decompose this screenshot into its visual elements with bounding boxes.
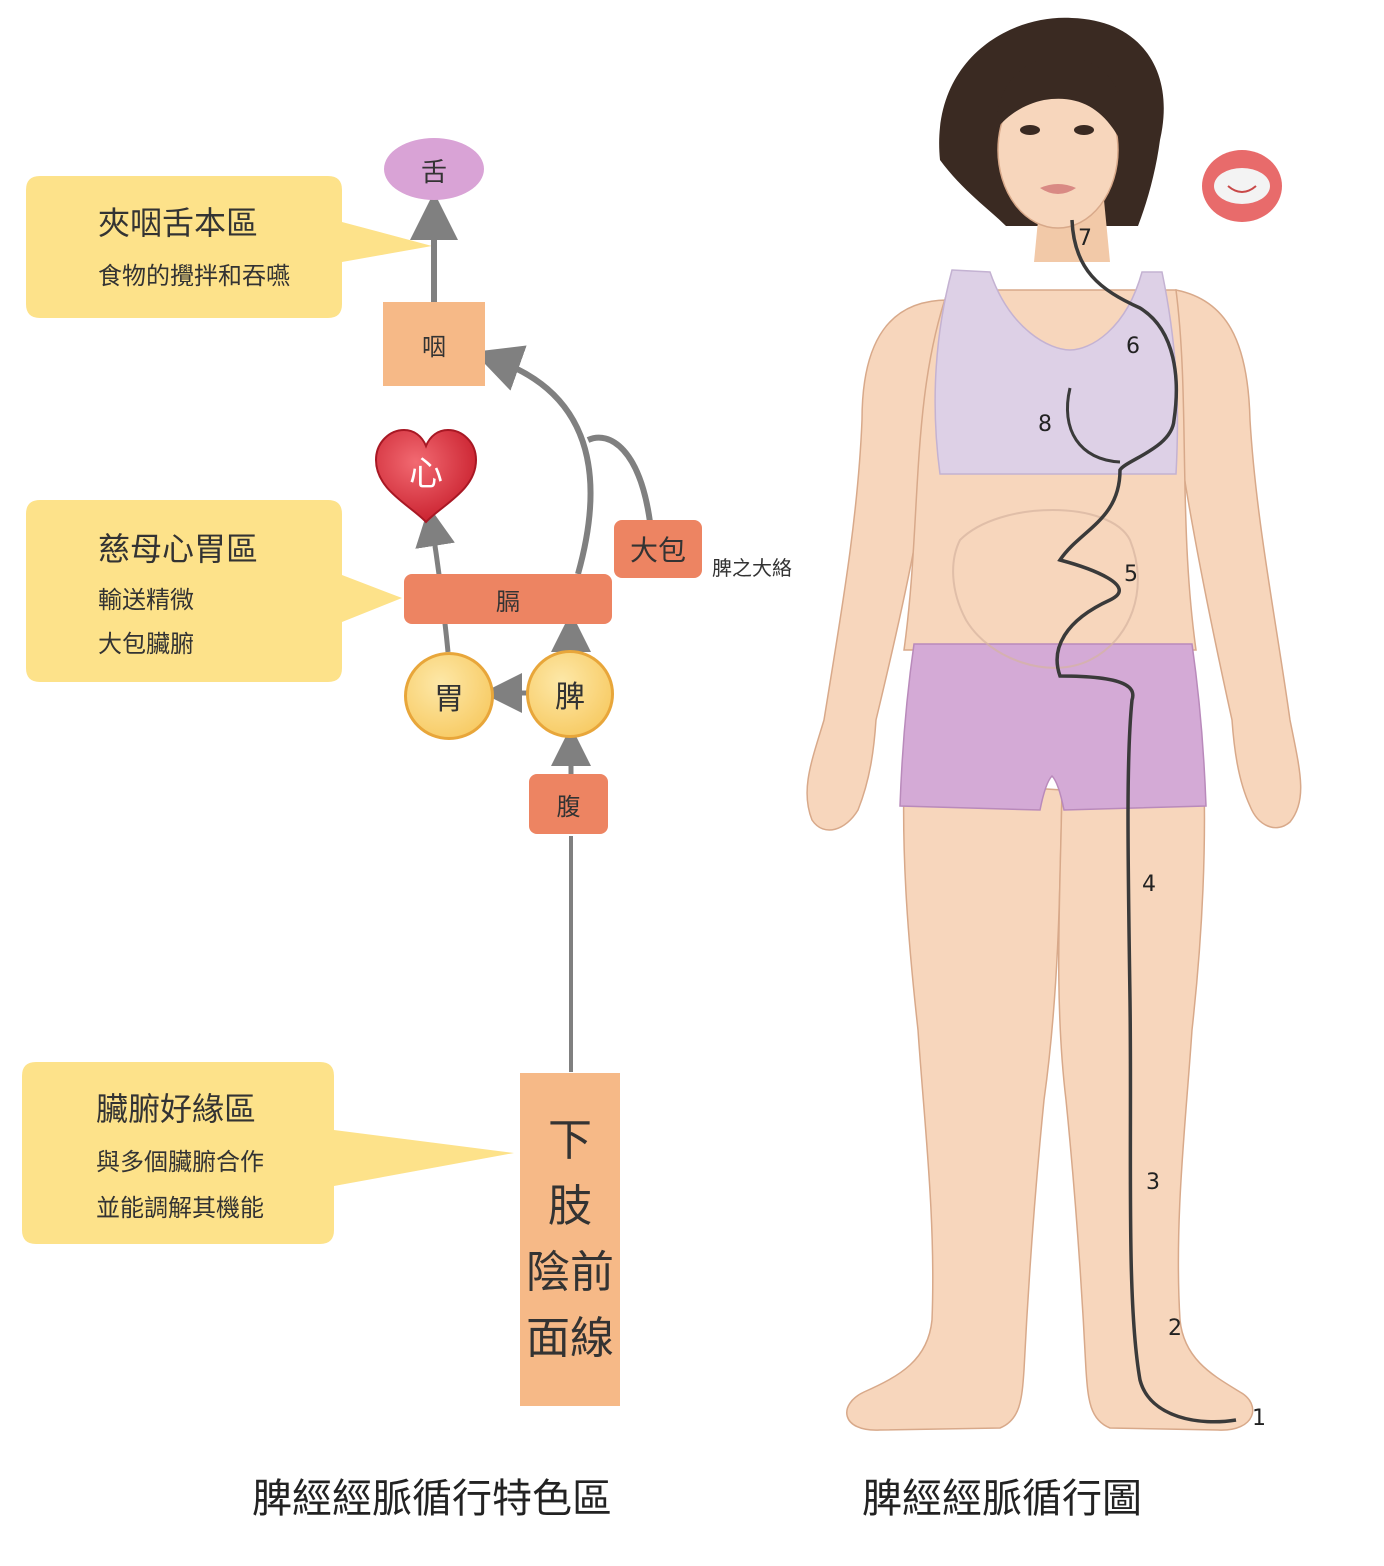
- callout-bubble-organs: [22, 1062, 514, 1244]
- pharynx-node: 咽: [383, 302, 485, 386]
- abdomen-node: 腹: [529, 774, 608, 834]
- path-number-3: 3: [1146, 1170, 1160, 1195]
- dabao-note: 脾之大絡: [712, 556, 792, 580]
- path-number-1: 1: [1252, 1406, 1266, 1431]
- arrow-diaphragm-to-pharynx: [473, 345, 594, 575]
- dabao-node: 大包: [614, 520, 702, 578]
- heart-node: 心: [409, 453, 443, 494]
- tongue-ellipse: [384, 138, 484, 200]
- callout-text-organs-1: 與多個臟腑合作: [96, 1148, 264, 1176]
- right-leg: [1057, 779, 1254, 1431]
- lower-limb-line-4: 面線: [526, 1312, 614, 1364]
- callout-text-heart-stomach-1: 輸送精微: [98, 586, 194, 614]
- meridian-branch: [1065, 387, 1121, 464]
- path-number-6: 6: [1126, 334, 1140, 359]
- tongue-node: 舌: [420, 157, 447, 188]
- callout-bubble-heart-stomach: [26, 500, 402, 682]
- right-eye: [1074, 125, 1094, 135]
- intestines-outline: [952, 509, 1139, 669]
- callout-title-organs: 臟腑好緣區: [96, 1090, 257, 1128]
- path-number-4: 4: [1142, 872, 1156, 897]
- callout-text-throat-1: 食物的攪拌和吞嚥: [98, 262, 290, 290]
- callout-text-heart-stomach-2: 大包臟腑: [98, 630, 194, 658]
- left-eye: [1020, 125, 1040, 135]
- left-leg: [846, 779, 1063, 1431]
- lower-limb-line-3: 陰前: [526, 1246, 614, 1298]
- diaphragm-node: 膈: [404, 574, 612, 624]
- caption-left: 脾經經脈循行特色區: [252, 1476, 612, 1522]
- caption-right: 脾經經脈循行圖: [862, 1476, 1142, 1522]
- heart-icon: [374, 428, 478, 524]
- right-arm: [1175, 289, 1302, 829]
- callout-title-heart-stomach: 慈母心胃區: [98, 530, 259, 568]
- shorts: [899, 643, 1207, 811]
- hair-fringe: [996, 56, 1123, 140]
- lower-limb-node: 下 肢 陰前 面線: [520, 1073, 620, 1406]
- callout-title-throat: 夾咽舌本區: [98, 204, 259, 242]
- stomach-node: 胃: [404, 652, 494, 740]
- spleen-node: 脾: [526, 650, 614, 738]
- path-number-2: 2: [1168, 1316, 1182, 1341]
- callout-text-organs-2: 並能調解其機能: [96, 1194, 264, 1222]
- path-number-7: 7: [1078, 226, 1092, 251]
- lower-limb-line-1: 下: [548, 1114, 592, 1166]
- lower-limb-line-2: 肢: [548, 1180, 592, 1232]
- left-arm: [806, 299, 949, 831]
- path-number-8: 8: [1038, 412, 1052, 437]
- mouth-icon: [1202, 150, 1282, 222]
- callout-bubble-throat: [26, 176, 432, 318]
- path-number-5: 5: [1124, 562, 1138, 587]
- arrow-dabao-to-pharynx: [586, 434, 653, 523]
- top-garment: [934, 269, 1179, 475]
- lips: [1040, 184, 1076, 194]
- meridian-path: [1055, 219, 1237, 1424]
